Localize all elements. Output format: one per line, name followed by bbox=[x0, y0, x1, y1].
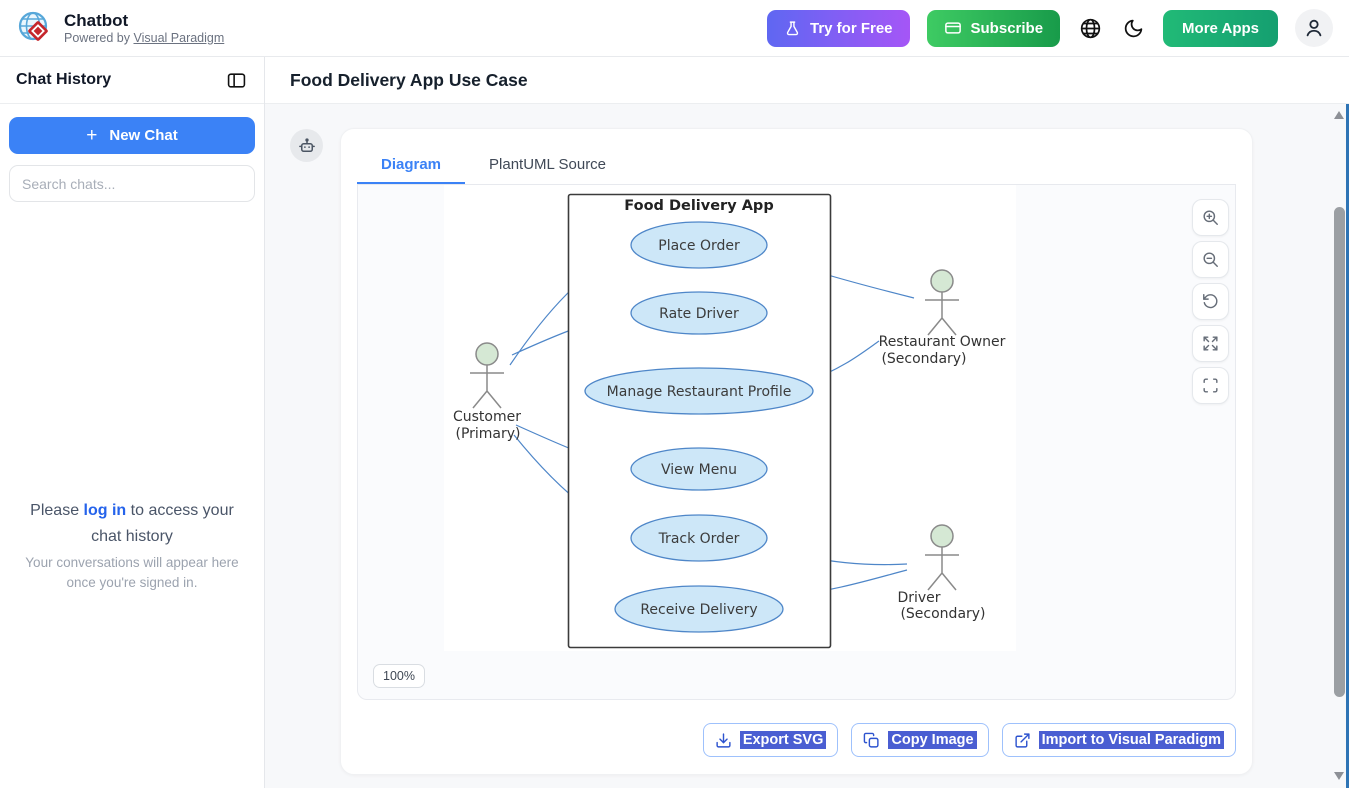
fullscreen-brackets-icon[interactable] bbox=[1192, 367, 1229, 404]
scroll-up-arrow-icon[interactable] bbox=[1334, 111, 1344, 119]
top-header: Chatbot Powered by Visual Paradigm Try f… bbox=[0, 0, 1349, 57]
user-avatar[interactable] bbox=[1295, 9, 1333, 47]
more-apps-label: More Apps bbox=[1182, 20, 1259, 37]
copy-icon bbox=[863, 732, 880, 749]
zoom-in-button[interactable] bbox=[1192, 199, 1229, 236]
chat-history-sidebar: Chat History + New Chat Please log in to… bbox=[0, 57, 265, 788]
actor-restaurant-owner[interactable] bbox=[925, 270, 959, 335]
log-in-link[interactable]: log in bbox=[84, 502, 127, 519]
powered-by: Powered by Visual Paradigm bbox=[64, 31, 224, 45]
actor-driver-name: Driver bbox=[897, 590, 940, 606]
actor-customer-name: Customer bbox=[453, 409, 521, 425]
subscribe-button[interactable]: Subscribe bbox=[927, 10, 1061, 47]
actor-customer-role: (Primary) bbox=[455, 426, 520, 442]
copy-image-button[interactable]: Copy Image bbox=[851, 723, 988, 757]
usecase-track-order[interactable]: Track Order bbox=[658, 531, 740, 547]
header-actions: Try for Free Subscribe More Apps bbox=[767, 9, 1333, 47]
zoom-toolbar bbox=[1192, 199, 1229, 404]
main-scrollbar[interactable] bbox=[1333, 107, 1346, 784]
usecase-rate-driver[interactable]: Rate Driver bbox=[659, 306, 739, 322]
login-message: Please log in to access your chat histor… bbox=[9, 498, 255, 594]
new-chat-label: New Chat bbox=[109, 127, 177, 144]
dark-mode-moon-icon[interactable] bbox=[1121, 16, 1146, 41]
actor-driver-role: (Secondary) bbox=[900, 606, 985, 622]
tab-bar: Diagram PlantUML Source bbox=[357, 146, 1236, 185]
copy-image-label: Copy Image bbox=[888, 731, 976, 749]
visual-paradigm-link[interactable]: Visual Paradigm bbox=[133, 31, 224, 45]
brand: Chatbot Powered by Visual Paradigm bbox=[16, 9, 224, 47]
sidebar-header: Chat History bbox=[0, 57, 264, 104]
main-content: Food Delivery App Use Case Diagram Plant… bbox=[265, 57, 1349, 788]
diagram-card: Diagram PlantUML Source bbox=[340, 128, 1253, 775]
usecase-diagram: Food Delivery App Place Order Rate Drive… bbox=[444, 185, 1016, 651]
plus-icon: + bbox=[86, 125, 97, 147]
try-for-free-label: Try for Free bbox=[810, 20, 893, 37]
scroll-down-arrow-icon[interactable] bbox=[1334, 772, 1344, 780]
diagram-viewport[interactable]: Food Delivery App Place Order Rate Drive… bbox=[357, 185, 1236, 700]
sidebar-body: + New Chat Please log in to access your … bbox=[0, 104, 264, 594]
reset-view-icon[interactable] bbox=[1192, 283, 1229, 320]
brand-text: Chatbot Powered by Visual Paradigm bbox=[64, 11, 224, 45]
actor-customer[interactable] bbox=[470, 343, 504, 408]
login-prefix: Please bbox=[30, 502, 83, 519]
download-icon bbox=[715, 732, 732, 749]
try-for-free-button[interactable]: Try for Free bbox=[767, 10, 910, 47]
page-title: Food Delivery App Use Case bbox=[290, 70, 528, 91]
scrollbar-thumb[interactable] bbox=[1334, 207, 1345, 697]
bot-avatar-icon[interactable] bbox=[290, 129, 323, 162]
usecase-place-order[interactable]: Place Order bbox=[658, 238, 740, 254]
page-header: Food Delivery App Use Case bbox=[265, 57, 1349, 104]
export-svg-button[interactable]: Export SVG bbox=[703, 723, 839, 757]
actor-restaurant-owner-role: (Secondary) bbox=[881, 351, 966, 367]
sidebar-heading: Chat History bbox=[16, 71, 111, 89]
actor-driver[interactable] bbox=[925, 525, 959, 590]
powered-by-text: Powered by bbox=[64, 31, 133, 45]
system-boundary-title: Food Delivery App bbox=[624, 198, 773, 214]
login-subtext: Your conversations will appear here once… bbox=[21, 553, 243, 594]
subscribe-label: Subscribe bbox=[971, 20, 1044, 37]
flask-icon bbox=[784, 20, 801, 37]
external-link-icon bbox=[1014, 732, 1031, 749]
import-to-visual-paradigm-label: Import to Visual Paradigm bbox=[1039, 731, 1224, 749]
app-title: Chatbot bbox=[64, 11, 224, 31]
app-logo-icon bbox=[16, 9, 54, 47]
export-svg-label: Export SVG bbox=[740, 731, 827, 749]
diagram-actions: Export SVG Copy Image Import to Visual P… bbox=[357, 723, 1236, 757]
zoom-level-badge: 100% bbox=[373, 664, 425, 688]
usecase-manage-restaurant-profile[interactable]: Manage Restaurant Profile bbox=[607, 384, 792, 400]
language-globe-icon[interactable] bbox=[1077, 15, 1104, 42]
new-chat-button[interactable]: + New Chat bbox=[9, 117, 255, 154]
credit-card-icon bbox=[944, 19, 962, 37]
expand-arrows-icon[interactable] bbox=[1192, 325, 1229, 362]
zoom-out-button[interactable] bbox=[1192, 241, 1229, 278]
actor-restaurant-owner-name: Restaurant Owner bbox=[879, 334, 1006, 350]
usecase-receive-delivery[interactable]: Receive Delivery bbox=[640, 602, 757, 618]
tab-diagram[interactable]: Diagram bbox=[357, 146, 465, 184]
collapse-sidebar-icon[interactable] bbox=[225, 70, 248, 91]
usecase-view-menu[interactable]: View Menu bbox=[661, 462, 737, 478]
import-to-visual-paradigm-button[interactable]: Import to Visual Paradigm bbox=[1002, 723, 1236, 757]
search-chats-input[interactable] bbox=[9, 165, 255, 202]
more-apps-button[interactable]: More Apps bbox=[1163, 10, 1278, 47]
tab-plantuml-source[interactable]: PlantUML Source bbox=[465, 146, 630, 184]
